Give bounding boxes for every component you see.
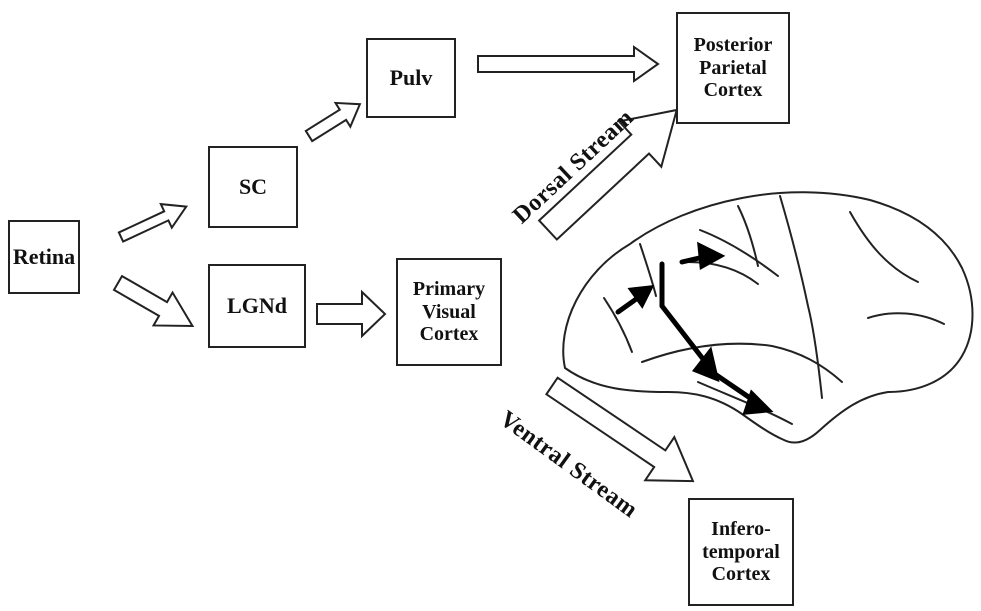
arrow-retina-to-sc: [116, 195, 192, 249]
arrow-retina-to-lgnd: [109, 267, 202, 343]
node-pulv: Pulv: [366, 38, 456, 118]
brain-arrowhead-dorsal: [700, 246, 720, 266]
node-sc: SC: [208, 146, 298, 228]
arrow-pulv-to-ppc: [478, 47, 658, 81]
node-inferotemporal-cortex: Infero- temporal Cortex: [688, 498, 794, 606]
brain-sulcus-frontal-2: [868, 313, 944, 324]
brain-pathway-arrows: [618, 246, 768, 412]
node-posterior-parietal-cortex-label: Posterior Parietal Cortex: [694, 34, 773, 101]
node-inferotemporal-cortex-label: Infero- temporal Cortex: [702, 518, 780, 585]
node-primary-visual-cortex: Primary Visual Cortex: [396, 258, 502, 366]
node-primary-visual-cortex-label: Primary Visual Cortex: [413, 278, 485, 345]
brain-sulcus-intraparietal: [688, 262, 758, 284]
node-lgnd-label: LGNd: [227, 294, 287, 317]
node-retina: Retina: [8, 220, 80, 294]
node-posterior-parietal-cortex: Posterior Parietal Cortex: [676, 12, 790, 124]
brain-arrowhead-ventral: [746, 394, 768, 412]
node-pulv-label: Pulv: [390, 66, 433, 89]
brain-sulcus-central: [780, 196, 822, 398]
brain-sulcus-temporal: [698, 382, 792, 424]
arrow-lgnd-to-v1: [317, 292, 385, 336]
brain-sulcus-frontal: [850, 212, 918, 282]
brain-illustration: [563, 192, 972, 442]
brain-sulcus-superior: [738, 206, 758, 266]
node-lgnd: LGNd: [208, 264, 306, 348]
arrow-sc-to-pulv: [302, 92, 368, 148]
arrow-ventral-stream: [537, 364, 707, 502]
brain-sulcus-lateral: [642, 344, 842, 382]
node-retina-label: Retina: [13, 245, 75, 268]
node-sc-label: SC: [239, 175, 267, 198]
brain-outline: [563, 192, 972, 442]
